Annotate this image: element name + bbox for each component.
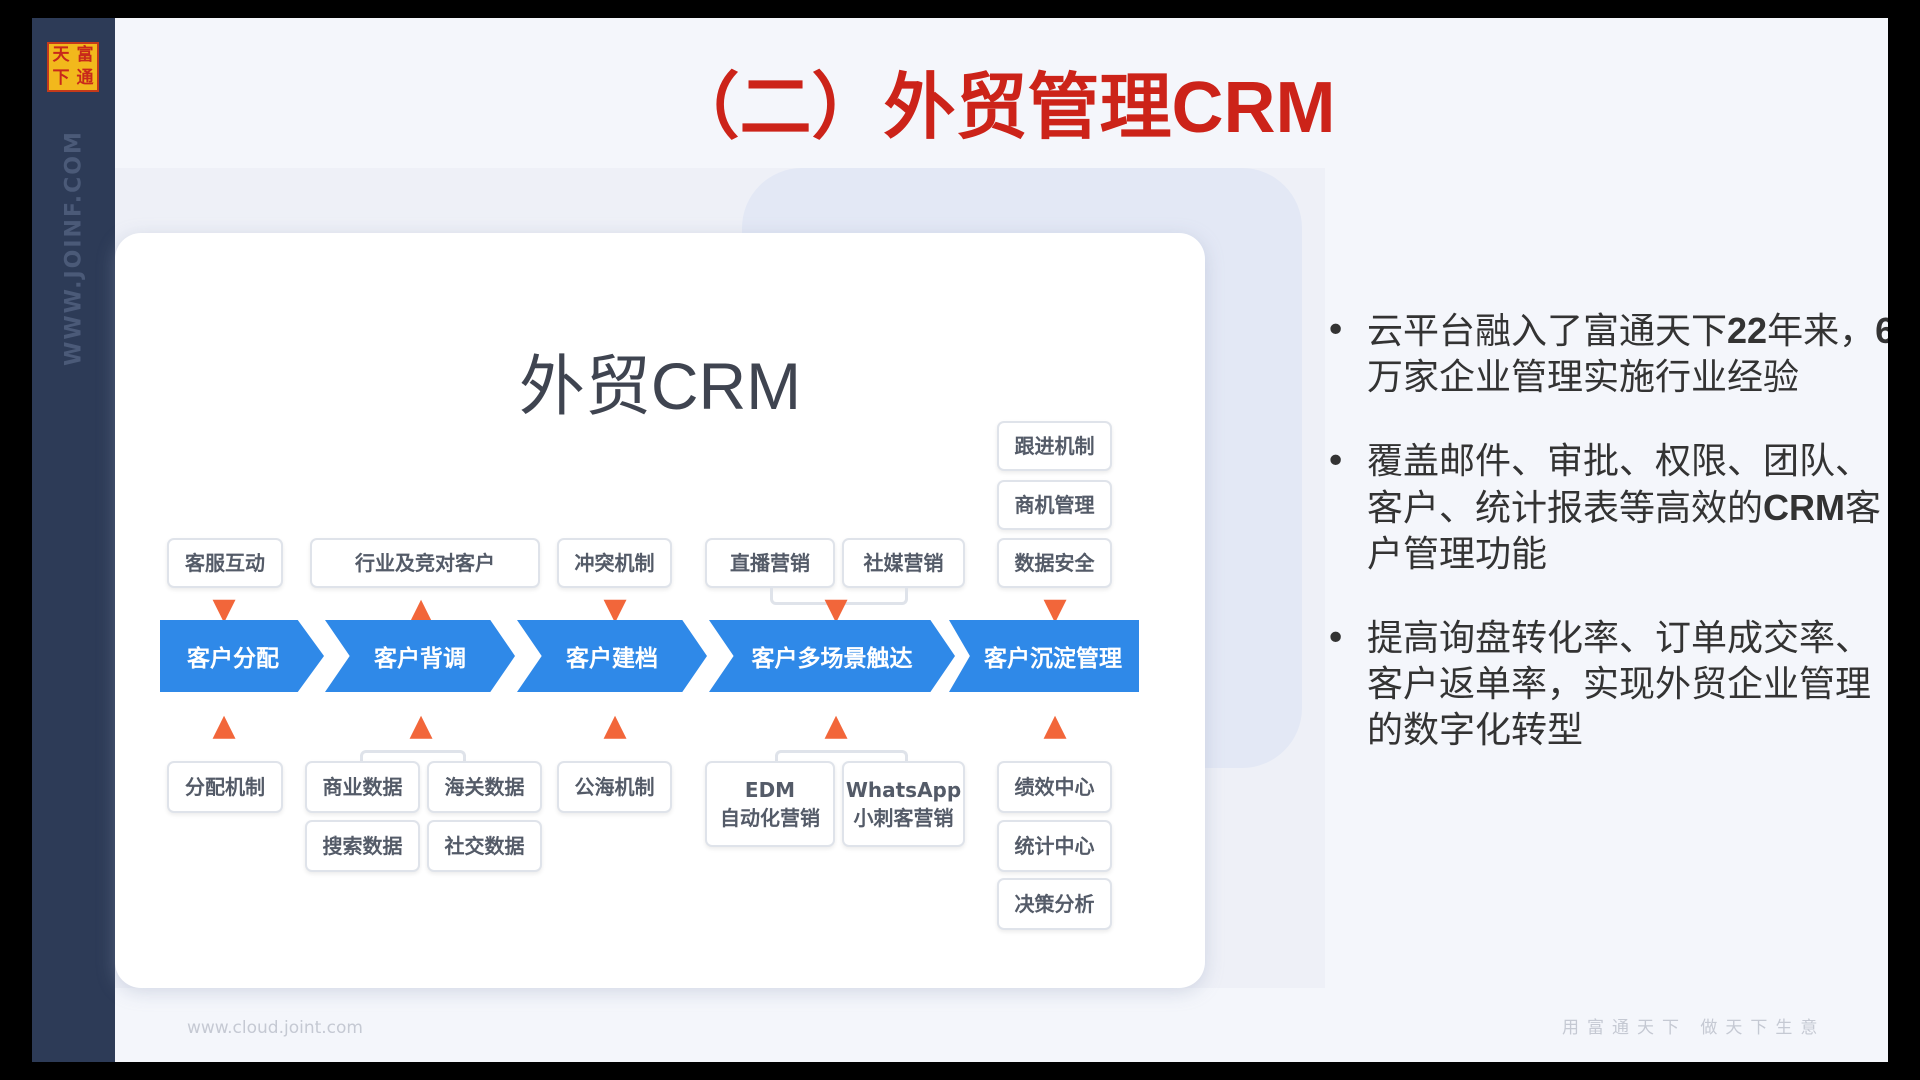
arrow-up-icon: ▲ [409, 592, 433, 627]
feature-box-decision-analysis: 决策分析 [997, 878, 1112, 930]
edm-label: EDM [744, 778, 796, 802]
feature-box-whatsapp: WhatsApp 小刺客营销 [842, 761, 965, 847]
connector-bracket [360, 750, 466, 766]
stage-customer-allocation: 客户分配 [160, 620, 324, 692]
feature-box-customer-service: 客服互动 [167, 538, 283, 588]
arrow-up-icon: ▲ [603, 708, 627, 743]
feature-box-search-data: 搜索数据 [305, 820, 420, 872]
diagram-title: 外贸CRM [518, 349, 802, 423]
bullet-item: •提高询盘转化率、订单成交率、客户返单率，实现外贸企业管理的数字化转型 [1325, 618, 1872, 751]
whatsapp-label: WhatsApp [845, 778, 962, 802]
bullet-dot-icon: • [1325, 310, 1347, 351]
stage-customer-profile: 客户建档 [517, 620, 707, 692]
bullet-item: •云平台融入了富通天下22年来，6万家企业管理实施行业经验 [1325, 310, 1888, 398]
stage-customer-retention: 客户沉淀管理 [949, 620, 1139, 692]
whatsapp-sub-label: 小刺客营销 [853, 806, 954, 830]
logo-char: 通 [76, 68, 94, 88]
bullet-dot-icon: • [1325, 441, 1347, 482]
sidebar-website-text: WWW.JOINF.COM [61, 130, 87, 366]
stage-customer-background-check: 客户背调 [325, 620, 515, 692]
feature-box-statistics-center: 统计中心 [997, 820, 1112, 872]
connector-bracket [770, 588, 908, 605]
arrow-up-icon: ▲ [1043, 708, 1067, 743]
logo-char: 天 [52, 45, 70, 65]
arrow-down-icon: ▼ [824, 592, 848, 627]
logo-char: 下 [52, 68, 70, 88]
edm-sub-label: 自动化营销 [720, 806, 820, 830]
feature-box-public-pool: 公海机制 [557, 761, 672, 813]
arrow-down-icon: ▼ [1043, 592, 1067, 627]
arrow-up-icon: ▲ [409, 708, 433, 743]
feature-box-live-marketing: 直播营销 [705, 538, 835, 588]
sidebar: 天 富 下 通 WWW.JOINF.COM [32, 18, 115, 1062]
slide-title: （二）外贸管理CRM [667, 68, 1336, 148]
feature-box-industry-competitor: 行业及竞对客户 [310, 538, 540, 588]
bullet-dot-icon: • [1325, 618, 1347, 659]
arrow-up-icon: ▲ [824, 708, 848, 743]
company-logo: 天 富 下 通 [47, 42, 99, 92]
footer-url: www.cloud.joint.com [187, 1018, 363, 1038]
feature-box-performance-center: 绩效中心 [997, 761, 1112, 813]
feature-box-social-marketing: 社媒营销 [842, 538, 965, 588]
feature-box-opportunity: 商机管理 [997, 480, 1112, 530]
connector-bracket [775, 750, 908, 766]
feature-box-conflict-mechanism: 冲突机制 [557, 538, 672, 588]
crm-diagram-card: 外贸CRM 客服互动 行业及竞对客户 冲突机制 直播营销 社媒营销 跟进机制 商… [115, 233, 1205, 988]
bullet-item: •覆盖邮件、审批、权限、团队、客户、统计报表等高效的CRM客户管理功能 [1325, 441, 1882, 575]
feature-box-business-data: 商业数据 [305, 761, 420, 813]
stage-multi-scenario-reach: 客户多场景触达 [709, 620, 955, 692]
footer-slogan: 用富通天下 做天下生意 [1562, 1018, 1826, 1038]
feature-box-customs-data: 海关数据 [427, 761, 542, 813]
feature-box-social-data: 社交数据 [427, 820, 542, 872]
arrow-down-icon: ▼ [603, 592, 627, 627]
logo-char: 富 [76, 45, 94, 65]
arrow-down-icon: ▼ [212, 592, 236, 627]
slide: 天 富 下 通 WWW.JOINF.COM （二）外贸管理CRM 外贸CRM 客… [32, 18, 1888, 1062]
feature-box-data-security: 数据安全 [997, 538, 1112, 588]
feature-box-allocation-mechanism: 分配机制 [167, 761, 283, 813]
arrow-up-icon: ▲ [212, 708, 236, 743]
feature-box-follow-up: 跟进机制 [997, 421, 1112, 471]
feature-box-edm: EDM 自动化营销 [705, 761, 835, 847]
bullet-list: •云平台融入了富通天下22年来，6万家企业管理实施行业经验 •覆盖邮件、审批、权… [1317, 308, 1888, 792]
